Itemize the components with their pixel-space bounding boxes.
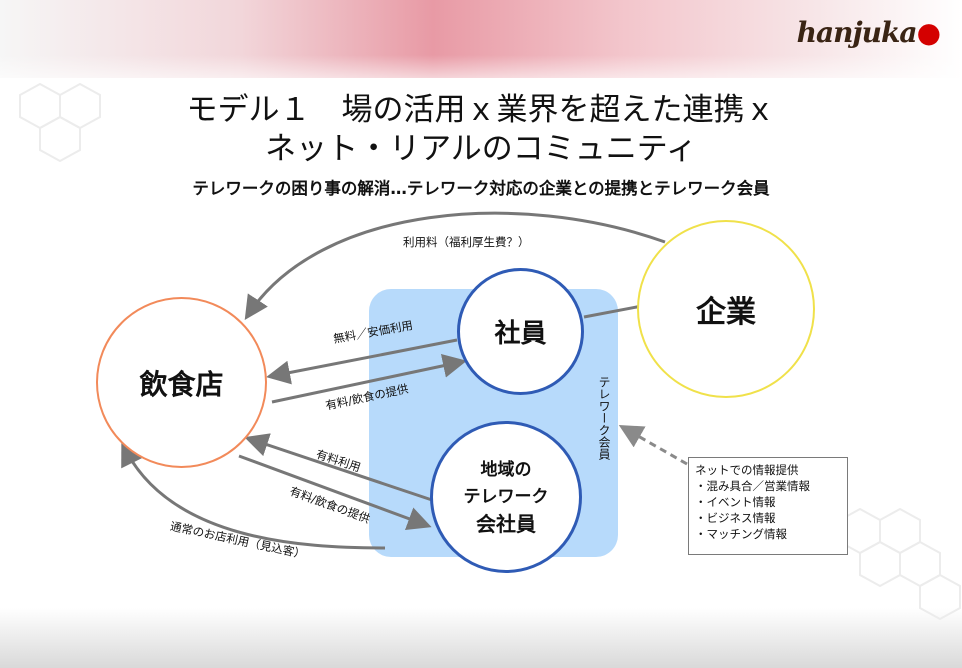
local-telework-member-node: 地域の テレワーク 会社員 (430, 421, 582, 573)
footer-band (0, 608, 962, 668)
info-title: ネットでの情報提供 (695, 463, 799, 477)
net-info-box: ネットでの情報提供 ・混み具合／営業情報 ・イベント情報 ・ビジネス情報 ・マッ… (688, 457, 848, 555)
arrow-paid-service-1 (271, 353, 467, 404)
slide-subtitle: テレワークの困り事の解消…テレワーク対応の企業との提携とテレワーク会員 (192, 179, 770, 198)
restaurant-node: 飲食店 (96, 297, 267, 468)
arrow-free-discount (266, 338, 458, 385)
company-node: 企業 (637, 220, 815, 398)
header-fade (0, 55, 962, 95)
info-item: ・マッチング情報 (695, 527, 787, 541)
brand-logo: hanjuka● (796, 16, 941, 49)
label-usage-fee: 利用料（福利厚生費？） (403, 235, 530, 249)
arrow-paid-use (244, 433, 433, 502)
employee-node: 社員 (457, 268, 584, 395)
arrow-net-info (618, 425, 688, 466)
zone-label: テレワーク会員 (597, 376, 611, 460)
info-item: ・イベント情報 (695, 495, 776, 509)
arrow-paid-service-2 (238, 454, 432, 531)
slide-title-line2: ネット・リアルのコミュニティ (265, 131, 697, 167)
info-item: ・混み具合／営業情報 (695, 479, 810, 493)
arrow-usage-fee (244, 211, 666, 321)
info-item: ・ビジネス情報 (695, 511, 776, 525)
arrow-normal-use (121, 441, 386, 550)
link-employee-company (583, 304, 643, 319)
slide-title-line1: モデル１ 場の活用ｘ業界を超えた連携ｘ (186, 92, 776, 128)
